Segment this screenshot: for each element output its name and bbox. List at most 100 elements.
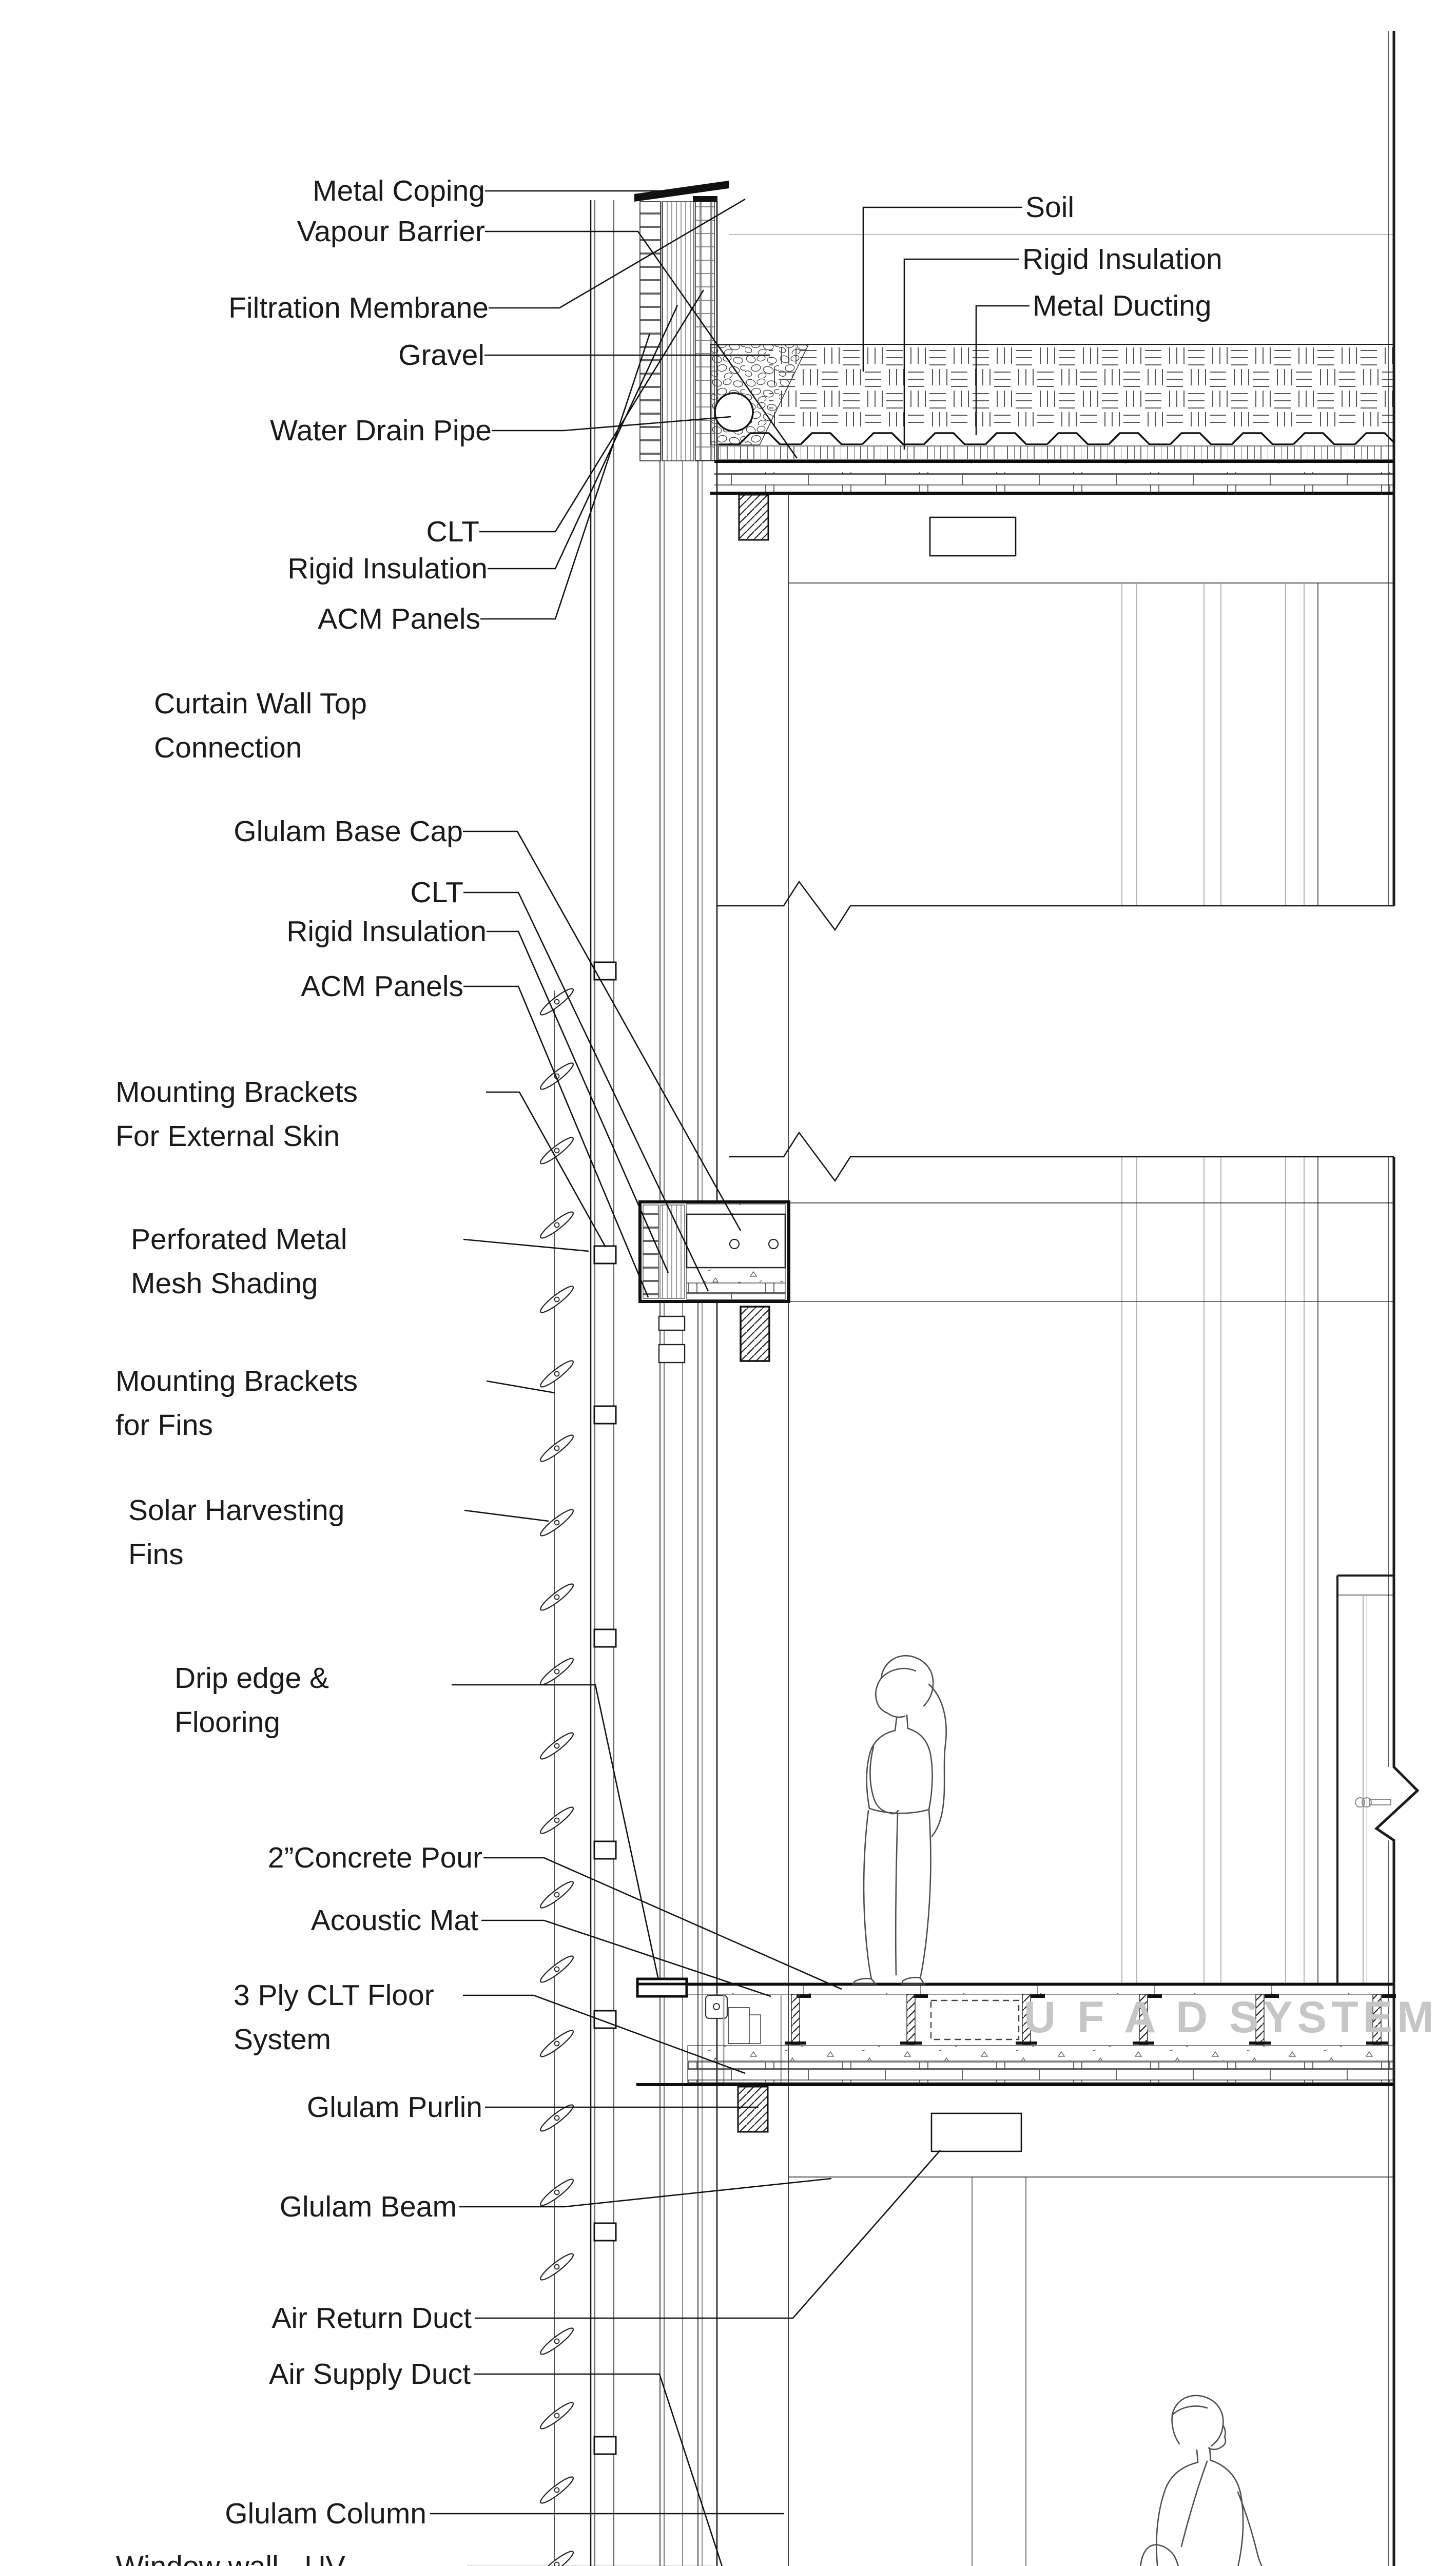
solar-fin — [539, 2551, 574, 2566]
label-rigid-insulation-roof: Rigid Insulation — [1022, 243, 1222, 276]
solar-fin — [539, 2030, 574, 2057]
solar-fin — [539, 1211, 574, 1239]
break-line-upper — [717, 880, 1394, 931]
mounting-bracket — [593, 1245, 617, 1265]
solar-fin — [539, 1881, 574, 1909]
break-lines — [717, 880, 1394, 1182]
label-curtain-wall-top-connection: Curtain Wall Top Connection — [154, 687, 367, 764]
solar-fin — [539, 1732, 574, 1760]
solar-fin — [539, 1658, 574, 1685]
solar-fin — [539, 988, 574, 1016]
leader-filtration-membrane — [489, 198, 746, 309]
metal-deck — [719, 431, 1394, 445]
label-acm-panels-parapet: ACM Panels — [318, 602, 480, 635]
clt-floor-planks — [687, 2062, 1394, 2083]
break-line-lower — [729, 1131, 1394, 1182]
drip-edge — [636, 1977, 688, 1998]
soil-layer — [769, 345, 1394, 426]
mounting-bracket — [593, 2222, 617, 2242]
solar-fin — [539, 2402, 574, 2429]
label-filtration-membrane: Filtration Membrane — [228, 291, 489, 324]
label-acm-panels-wall: ACM Panels — [301, 970, 463, 1003]
label-acoustic-mat: Acoustic Mat — [310, 1904, 478, 1937]
level2-floor-assembly — [636, 1977, 1396, 2178]
label-concrete-pour: 2”Concrete Pour — [267, 1841, 482, 1874]
air-return-duct-box — [930, 2112, 1022, 2152]
leader-water-drain-pipe — [492, 416, 731, 432]
label-window-wall-uv-glaze: Window wall - UV glaze — [116, 2544, 345, 2566]
mounting-bracket — [593, 1405, 617, 1425]
leader-lines — [430, 190, 1030, 2566]
solar-fin — [539, 1583, 574, 1611]
label-perforated-metal-mesh-shading: Perforated Metal Mesh Shading — [131, 1223, 347, 1300]
label-mounting-brackets-external-skin: Mounting Brackets For External Skin — [115, 1076, 358, 1153]
leader-soil — [862, 206, 1022, 372]
leader-acm-panels-wall — [463, 985, 649, 1298]
window-mullions-top-floor — [1121, 583, 1318, 906]
roof-rigid-insulation — [718, 445, 1394, 460]
leader-mounting-brackets-fins — [486, 1380, 555, 1394]
solar-fin — [539, 2179, 574, 2206]
label-glulam-beam: Glulam Beam — [279, 2190, 457, 2223]
mounting-bracket — [593, 1840, 617, 1860]
bag-strap — [1180, 2460, 1208, 2548]
leader-rigid-insulation-wall — [487, 930, 669, 1273]
floor-air-diffuser — [705, 1994, 728, 2019]
leader-metal-ducting — [975, 305, 1030, 435]
metal-duct-roof — [929, 516, 1017, 557]
label-gravel-roof: Gravel — [398, 339, 484, 372]
label-metal-coping: Metal Coping — [313, 174, 485, 207]
solar-fin — [539, 1955, 574, 1983]
label-mounting-brackets-fins: Mounting Brackets for Fins — [115, 1365, 358, 1442]
standing-woman-figure — [851, 1655, 947, 1985]
leader-clt-floor — [463, 1994, 746, 2074]
mounting-bracket — [593, 2436, 617, 2455]
leader-solar-fins — [464, 1509, 549, 1522]
interior-door — [1336, 1574, 1394, 1984]
label-solar-harvesting-fins: Solar Harvesting Fins — [128, 1494, 345, 1571]
leader-clt-wall — [463, 891, 709, 1292]
acm-panel-column — [639, 201, 661, 461]
mounting-bracket — [593, 961, 617, 981]
label-drip-edge-flooring: Drip edge & Flooring — [174, 1662, 329, 1739]
underfloor-duct-dashed — [930, 1999, 1020, 2040]
walking-man-figure — [1140, 2395, 1263, 2566]
label-metal-ducting: Metal Ducting — [1033, 289, 1212, 322]
ufad-pedestal — [906, 1994, 916, 2045]
solar-harvesting-fins-array — [539, 988, 574, 2566]
solar-fin — [539, 2253, 574, 2281]
ponytail — [928, 1683, 947, 1837]
label-vapour-barrier: Vapour Barrier — [297, 215, 485, 248]
label-soil: Soil — [1025, 191, 1075, 224]
ufad-watermark-upper: U F A D SYSTEM — [1024, 1993, 1439, 2042]
curtain-wall-top-connection-detail — [638, 1200, 1394, 1364]
glulam-purlin-roof — [738, 494, 769, 541]
ufad-pedestals-level2 — [785, 1994, 1388, 2045]
leader-mounting-brackets-external-skin — [486, 1091, 607, 1248]
solar-fin — [539, 1434, 574, 1462]
solar-fin — [539, 2104, 574, 2132]
solar-fin — [539, 1806, 574, 1834]
leader-rigid-insulation-parapet — [488, 305, 678, 570]
solar-fin — [539, 1137, 574, 1164]
label-clt-parapet: CLT — [426, 515, 479, 548]
label-glulam-purlin: Glulam Purlin — [306, 2091, 482, 2124]
shoulder-bag — [1140, 2544, 1179, 2566]
leader-air-return-duct — [475, 2150, 941, 2319]
label-rigid-insulation-wall: Rigid Insulation — [286, 915, 487, 948]
solar-fin — [539, 2327, 574, 2355]
glulam-purlin-level3 — [740, 1306, 770, 1362]
glulam-purlin-level2 — [737, 2086, 769, 2133]
label-glulam-column: Glulam Column — [225, 2497, 426, 2530]
window-mullions-level2 — [1121, 1157, 1318, 1984]
leader-drip-edge — [452, 1684, 659, 1980]
roof-clt-deck — [714, 472, 1394, 492]
label-air-return-duct: Air Return Duct — [271, 2302, 472, 2335]
solar-fin — [539, 1360, 574, 1388]
label-rigid-insulation-parapet: Rigid Insulation — [287, 552, 488, 585]
leader-clt-parapet — [479, 289, 705, 533]
acoustic-mat-band — [687, 2045, 1394, 2062]
solar-fin — [539, 1062, 574, 1090]
leader-vapour-barrier — [485, 230, 798, 459]
